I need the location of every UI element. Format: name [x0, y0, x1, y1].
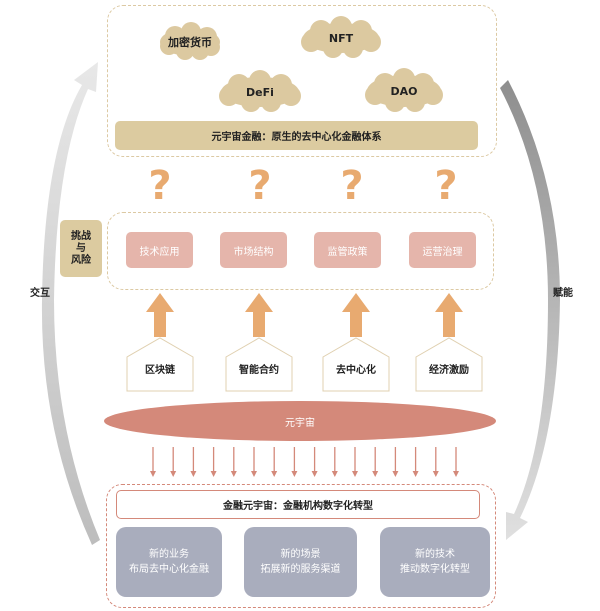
down-arrow-icon — [210, 447, 217, 477]
cloud-defi: DeFi — [215, 70, 305, 114]
metaverse-finance-panel — [107, 5, 497, 157]
down-arrow-icon — [412, 447, 419, 477]
down-arrow-icon — [453, 447, 459, 477]
new-technology-box: 新的技术推动数字化转型 — [380, 527, 490, 597]
question-icon: ? — [340, 163, 364, 209]
question-icon: ? — [248, 163, 272, 209]
metaverse-label: 元宇宙 — [285, 418, 315, 429]
up-arrow-icon — [146, 293, 174, 337]
down-arrow-icon — [432, 447, 439, 477]
challenge-risk-label: 挑战 与 风险 — [60, 220, 102, 277]
down-arrow-icon — [352, 447, 358, 477]
down-arrow-icon — [170, 447, 177, 477]
new-business-box: 新的业务布局去中心化金融 — [116, 527, 222, 597]
challenge-regulation: 监管政策 — [314, 232, 381, 268]
down-arrow-icon — [372, 447, 379, 477]
right-arc-arrow — [500, 80, 560, 540]
up-arrow-icon — [342, 293, 370, 337]
challenge-market: 市场结构 — [220, 232, 287, 268]
cloud-nft: NFT — [297, 16, 385, 60]
up-arrows — [146, 293, 463, 337]
up-arrow-icon — [435, 293, 463, 337]
foundation-blockchain: 区块链 — [126, 337, 194, 392]
metaverse-ellipse — [104, 401, 496, 441]
down-arrows — [150, 447, 459, 477]
down-arrow-icon — [190, 447, 197, 477]
foundation-incentive: 经济激励 — [415, 337, 483, 392]
down-arrow-icon — [291, 447, 298, 477]
down-arrow-icon — [311, 447, 318, 477]
down-arrow-icon — [331, 447, 338, 477]
challenge-tech: 技术应用 — [126, 232, 193, 268]
question-icon: ? — [434, 163, 458, 209]
foundation-decentralization: 去中心化 — [322, 337, 390, 392]
side-label-empower: 赋能 — [553, 288, 573, 299]
native-defi-bar: 元宇宙金融：原生的去中心化金融体系 — [115, 121, 478, 150]
down-arrow-icon — [251, 447, 257, 477]
down-arrow-icon — [150, 447, 156, 477]
challenge-governance: 运营治理 — [409, 232, 476, 268]
question-icon: ? — [148, 163, 172, 209]
side-label-interact: 交互 — [30, 288, 50, 299]
down-arrow-icon — [392, 447, 399, 477]
financial-metaverse-panel — [106, 484, 496, 608]
digital-transformation-bar: 金融元宇宙：金融机构数字化转型 — [116, 490, 480, 519]
cloud-dao: DAO — [361, 68, 447, 114]
cloud-crypto: 加密货币 — [155, 22, 225, 62]
down-arrow-icon — [271, 447, 278, 477]
new-scenario-box: 新的场景拓展新的服务渠道 — [244, 527, 357, 597]
left-arc-arrow — [41, 62, 100, 545]
up-arrow-icon — [245, 293, 273, 337]
down-arrow-icon — [230, 447, 237, 477]
challenges-panel — [107, 212, 494, 290]
foundation-smart-contract: 智能合约 — [225, 337, 293, 392]
